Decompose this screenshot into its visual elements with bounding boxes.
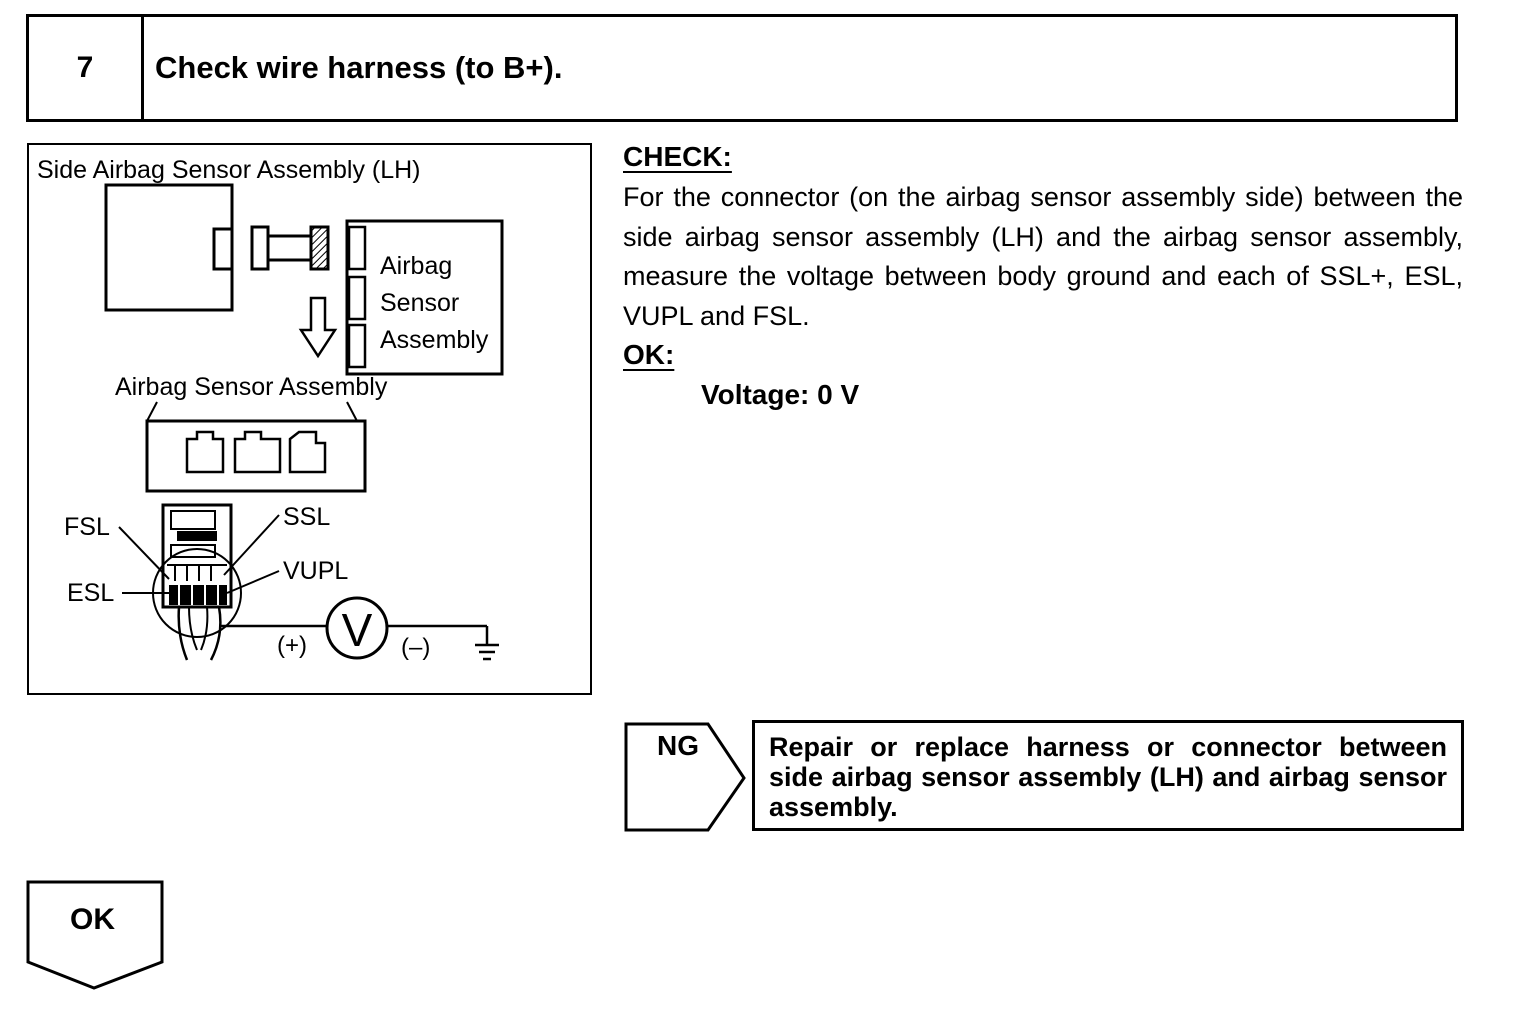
terminal-ssl: SSL: [283, 503, 330, 531]
airbag-sensor-box: [345, 219, 504, 376]
voltmeter-icon: [325, 596, 389, 660]
side-sensor-connector: [212, 227, 234, 271]
negative-lead-label: (–): [401, 634, 430, 661]
connector-face: [145, 419, 367, 493]
check-heading: CHECK:: [623, 141, 732, 172]
box-connector-3: [347, 323, 367, 369]
box-label-line-1: Airbag: [380, 252, 452, 280]
ng-action-box: Repair or replace harness or connector b…: [752, 720, 1464, 831]
ok-arrow-shape: [26, 880, 164, 990]
step-number: 7: [29, 17, 144, 119]
ng-arrow-shape: [624, 722, 746, 832]
connector-slot-2: [233, 430, 282, 474]
voltmeter-symbol: V: [342, 604, 373, 656]
terminal-vupl: VUPL: [283, 557, 348, 585]
diagram-title: Side Airbag Sensor Assembly (LH): [37, 156, 421, 184]
down-arrow-icon: [298, 296, 338, 359]
box-label-line-2: Sensor: [380, 289, 459, 317]
box-label-line-3: Assembly: [380, 326, 489, 354]
ok-heading: OK:: [623, 339, 675, 370]
positive-lead-label: (+): [277, 632, 307, 659]
check-section: CHECK: For the connector (on the airbag …: [623, 140, 1463, 412]
diagram-drawing: Side Airbag Sensor Assembly (LH) Airbag …: [37, 156, 504, 661]
plug-left-end: [250, 225, 270, 271]
terminal-fsl: FSL: [64, 513, 110, 541]
ok-label: OK: [70, 903, 115, 936]
plug-hatched-end: [309, 225, 330, 271]
connector-slot-3: [288, 430, 327, 474]
ground-icon: [475, 643, 499, 661]
terminal-esl: ESL: [67, 579, 114, 607]
box-connector-2: [347, 275, 367, 321]
ng-action-text: Repair or replace harness or connector b…: [769, 732, 1447, 822]
box-connector-1: [347, 225, 367, 271]
step-title: Check wire harness (to B+).: [155, 50, 563, 85]
step-header: 7 Check wire harness (to B+).: [26, 14, 1458, 122]
wiring-diagram: Side Airbag Sensor Assembly (LH) Airbag …: [27, 143, 592, 695]
connector-slot-1: [185, 430, 225, 474]
ng-label: NG: [657, 730, 699, 761]
check-body: For the connector (on the airbag sensor …: [623, 182, 1463, 331]
ok-spec: Voltage: 0 V: [701, 379, 860, 410]
probe-plug-body: [161, 503, 233, 609]
connector-caption: Airbag Sensor Assembly: [115, 373, 388, 401]
